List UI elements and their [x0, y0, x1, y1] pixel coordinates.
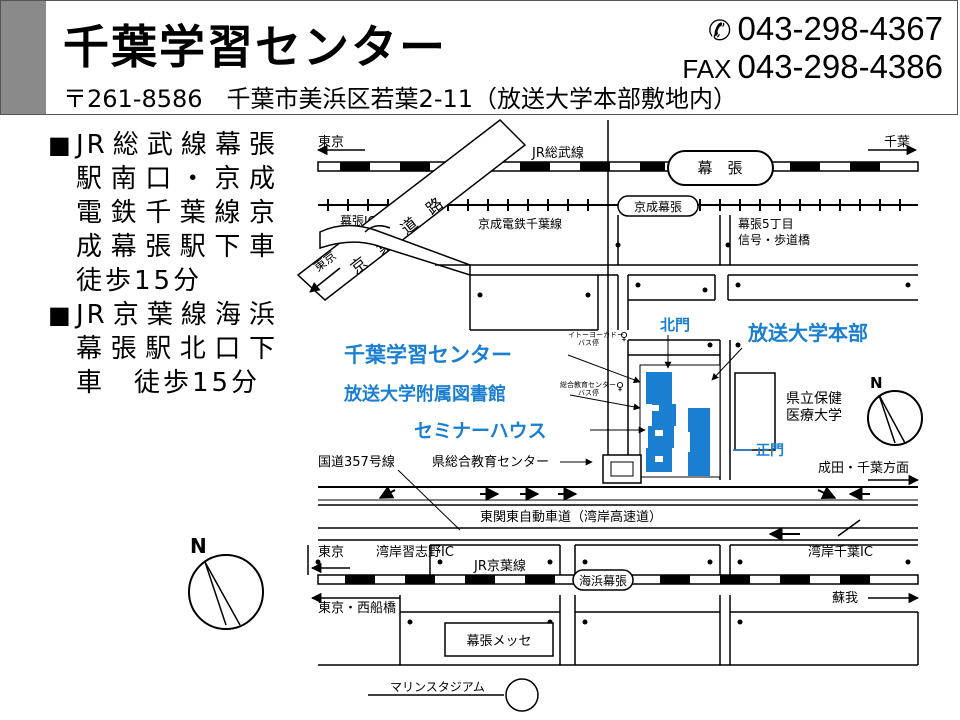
kensogo-label: 県総合教育センター: [432, 454, 549, 470]
route357-label: 国道357号線: [318, 454, 395, 470]
bus-stop-icon-2: ♀: [616, 380, 624, 393]
sogo-center-bus-label: 総合教育センター: [560, 380, 616, 389]
access-text: JR京葉線海浜幕張駅北口下車 徒歩15分: [76, 300, 278, 398]
messe-label: 幕張メッセ: [466, 634, 531, 649]
jr-keiyo-label: JR京葉線: [473, 558, 526, 574]
tel-row: ✆043-298-4367: [682, 11, 943, 49]
direction-soga: 蘇我: [832, 591, 858, 606]
library-label: 放送大学附属図書館: [343, 383, 506, 405]
direction-tokyo-nishifunabashi: 東京・西船橋: [318, 600, 396, 616]
kitamon-label: 北門: [660, 316, 690, 334]
compass-north: N: [870, 374, 883, 392]
campus: [639, 364, 721, 478]
tel-number[interactable]: 043-298-4367: [737, 10, 943, 47]
page-title: 千葉学習センター: [63, 20, 447, 74]
marine-stadium-icon: [505, 678, 539, 712]
fax-label: FAX: [682, 54, 732, 84]
makuhari-station[interactable]: 幕 張: [667, 150, 774, 186]
header: 千葉学習センター 〒261-8586 千葉市美浜区若葉2-11（放送大学本部敷地…: [0, 0, 958, 115]
seminar-house-label: セミナーハウス: [414, 420, 547, 442]
bus-stop-label-1: バス停: [578, 338, 599, 347]
keisei-makuhari-station[interactable]: 京成幕張: [617, 195, 699, 217]
makuhari-messe[interactable]: 幕張メッセ: [444, 622, 554, 657]
wangan-narashino-label: 湾岸習志野IC: [376, 544, 454, 560]
bus-stop-label-2: バス停: [578, 388, 599, 397]
jr-sobu-line: [317, 161, 919, 172]
square-bullet-icon: ■: [48, 131, 71, 159]
direction-tokyo-bottom: 東京: [318, 544, 344, 560]
ito-yokado-label: イトーヨーカドー: [568, 331, 624, 339]
keisei-line-label: 京成電鉄千葉線: [478, 216, 562, 231]
compass-icon-large: N: [188, 534, 264, 630]
signal-label-2: 信号・歩道橋: [738, 232, 810, 247]
phone-icon: ✆: [708, 15, 732, 46]
address: 〒261-8586 千葉市美浜区若葉2-11（放送大学本部敷地内）: [63, 85, 738, 113]
square-bullet-icon: ■: [48, 301, 71, 329]
direction-tokyo-top: 東京: [318, 134, 344, 150]
higashi-kanto-expressway: 東関東自動車道（湾岸高速道）: [318, 504, 918, 529]
expressway-label: 東関東自動車道（湾岸高速道）: [480, 509, 662, 525]
makuhari-station-label: 幕 張: [697, 159, 742, 177]
marine-stadium-label: マリンスタジアム: [390, 680, 485, 694]
hoso-honbu-label: 放送大学本部: [747, 321, 868, 345]
chiba-center-label: 千葉学習センター: [344, 343, 512, 367]
compass-north-large: N: [190, 534, 207, 558]
wangan-chiba-label: 湾岸千葉IC: [808, 544, 873, 560]
compass-icon: N: [867, 374, 923, 446]
kenritsu-label-2: 医療大学: [786, 407, 842, 424]
seimon-label: 正門: [756, 443, 784, 459]
bus-stop-icon-1: ♀: [620, 330, 628, 343]
direction-narita-chiba: 成田・千葉方面: [818, 460, 909, 476]
jr-sobu-label: JR総武線: [531, 145, 584, 161]
keisei-makuhari-label: 京成幕張: [634, 200, 682, 214]
kaihin-makuhari-label: 海浜幕張: [579, 573, 627, 588]
kenritsu-label: 県立保健: [786, 391, 842, 407]
direction-chiba-top: 千葉: [884, 135, 910, 150]
campus-buildings: [646, 372, 710, 476]
fax-number: 043-298-4386: [737, 48, 943, 85]
kenritsu-building: [734, 372, 776, 451]
kaihin-makuhari-station[interactable]: 海浜幕張: [572, 569, 634, 591]
road-grid: [435, 120, 918, 480]
signal-label: 幕張5丁目: [738, 217, 794, 231]
header-accent-bar: [1, 1, 46, 114]
access-item-jr-keiyo: ■ JR京葉線海浜幕張駅北口下車 徒歩15分: [48, 298, 278, 400]
